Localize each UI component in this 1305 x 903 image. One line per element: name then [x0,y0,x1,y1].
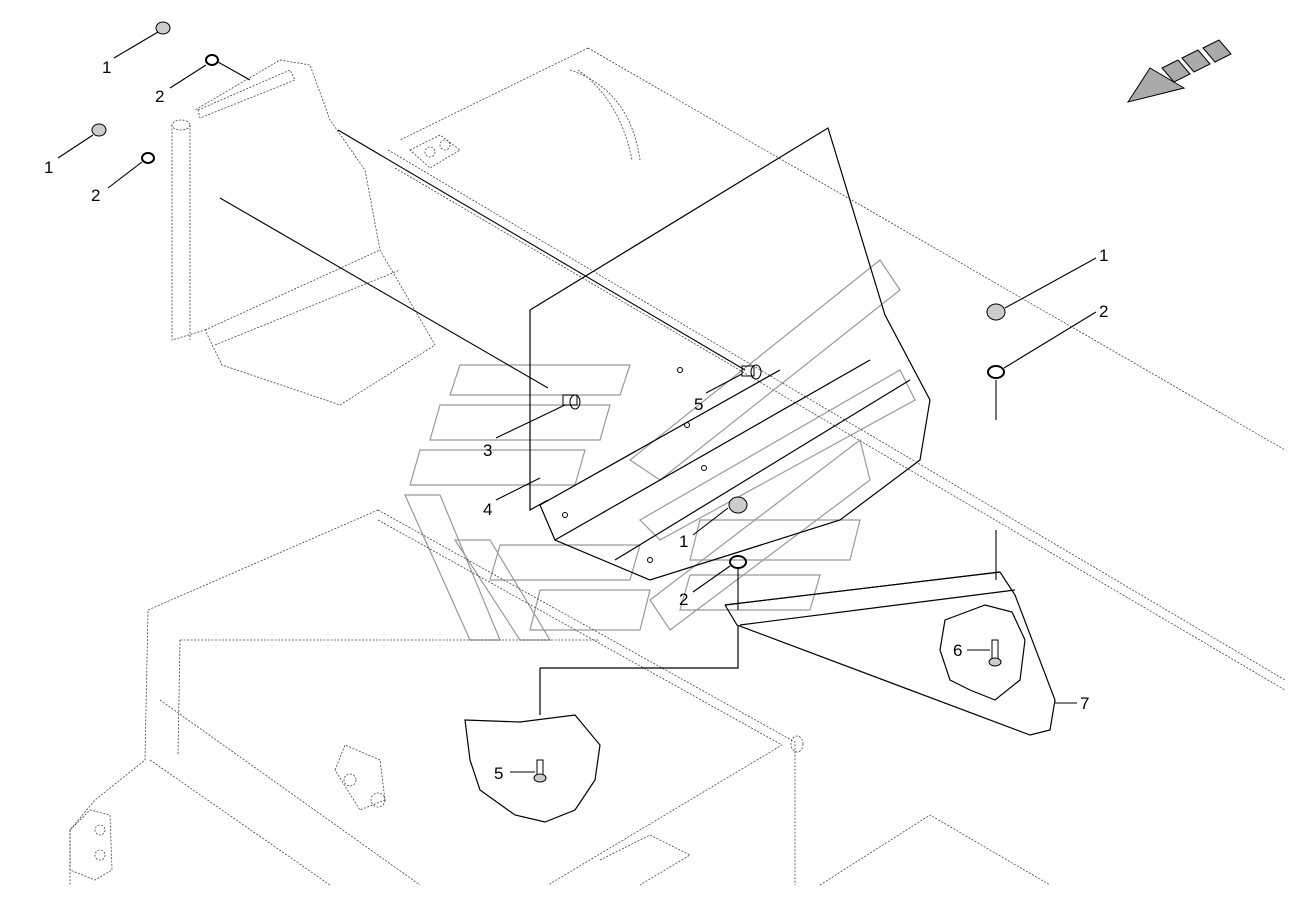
bolt-icon [988,639,1002,667]
nut-icon [155,21,171,35]
callout-label: 1 [44,158,53,177]
washer-icon [729,555,747,569]
callout-label: 3 [483,441,492,460]
nut-icon [986,303,1006,321]
nut-icon [91,123,107,137]
bolt-icon [533,759,547,783]
callout-label: 6 [953,641,962,660]
washer-icon [205,54,219,66]
callout-label: 7 [1080,694,1089,713]
machine-frame [69,47,1286,886]
callout-label: 4 [483,500,492,519]
callout-label: 1 [1099,246,1108,265]
callout-label: 2 [679,590,688,609]
callout-label: 5 [694,395,703,414]
callout-label: 5 [494,764,503,783]
callout-label: 1 [102,58,111,77]
callout-labels: 1 2 1 2 1 2 3 4 5 1 2 6 7 5 [44,58,1108,783]
panel-part-4 [529,127,931,581]
washer-icon [141,152,155,164]
callout-leaders [57,31,1097,773]
assembly-lines [219,129,997,610]
callout-label: 2 [155,87,164,106]
bracket-part-7 [464,571,1056,823]
fasteners [91,21,1006,783]
callout-label: 1 [679,532,688,551]
washer-icon [987,365,1005,379]
bolt-icon [741,364,762,380]
watermark-logo-icon [404,259,916,641]
direction-arrow-icon [1126,39,1232,103]
bolt-icon [562,394,581,410]
callout-label: 2 [91,186,100,205]
callout-label: 2 [1099,302,1108,321]
nut-icon [728,496,748,514]
